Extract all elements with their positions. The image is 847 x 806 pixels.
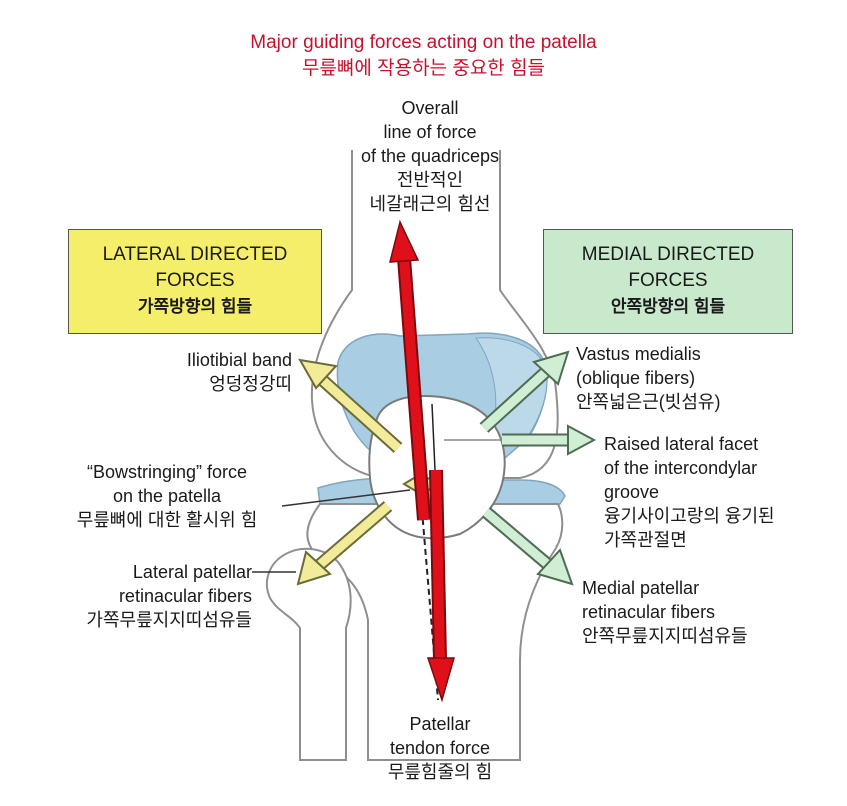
vastus-label: Vastus medialis (oblique fibers) 안쪽넓은근(빗…: [576, 344, 721, 412]
med-retinacular-arrow: [481, 507, 574, 586]
cartilage-lobe: [475, 337, 548, 441]
vastus-arrow: [479, 350, 570, 433]
lateral-box-line1: LATERAL DIRECTED: [102, 244, 288, 265]
bowstring-pointer-line: [281, 489, 411, 507]
title-en: Major guiding forces acting on the patel…: [250, 32, 597, 53]
quadriceps-label: Overall line of force of the quadriceps …: [360, 98, 500, 214]
medial-box-line1: MEDIAL DIRECTED: [581, 244, 755, 265]
lateral-box-line2: FORCES: [155, 270, 235, 291]
lat-retinacular-arrow: [296, 501, 393, 586]
diagram-title: Major guiding forces acting on the patel…: [0, 30, 847, 82]
med-retinacular-label: Medial patellar retinacular fibers 안쪽무릎지…: [582, 578, 748, 646]
bowstring-label: “Bowstringing” force on the patella 무릎뼈에…: [76, 462, 258, 530]
medial-box-ko: 안쪽방향의 힘들: [610, 297, 726, 316]
iliotibial-label: Iliotibial band 엉덩정강띠: [186, 350, 292, 394]
medial-forces-box: MEDIAL DIRECTED FORCES 안쪽방향의 힘들: [543, 229, 793, 334]
iliotibial-arrow: [298, 358, 403, 453]
medial-box-line2: FORCES: [628, 270, 708, 291]
lateral-box-ko: 가쪽방향의 힘들: [137, 297, 253, 316]
facet-arrow: [502, 424, 597, 456]
lat-retinacular-label: Lateral patellar retinacular fibers 가쪽무릎…: [86, 562, 252, 630]
tendon-label: Patellar tendon force 무릎힘줄의 힘: [387, 714, 493, 782]
tendon-force-arrow: [426, 469, 455, 703]
facet-label: Raised lateral facet of the intercondyla…: [604, 434, 775, 550]
quadriceps-force-arrow: [389, 219, 431, 521]
lateral-forces-box: LATERAL DIRECTED FORCES 가쪽방향의 힘들: [68, 229, 322, 334]
title-ko: 무릎뼈에 작용하는 중요한 힘들: [301, 58, 546, 79]
